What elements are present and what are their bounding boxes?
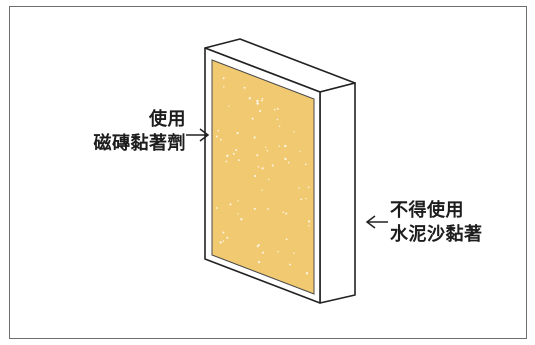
speckle-dot: [261, 97, 264, 100]
speckle-dot: [253, 207, 256, 210]
speckle-dot: [293, 252, 295, 254]
speckle-dot: [257, 260, 261, 264]
speckle-dot: [266, 150, 269, 152]
speckle-dot: [261, 167, 264, 170]
panel-block: [204, 38, 356, 304]
speckle-dot: [253, 136, 256, 139]
speckle-dot: [232, 152, 235, 155]
speckle-dot: [256, 154, 259, 157]
adhesive-speckles: [215, 77, 311, 275]
speckle-dot: [307, 186, 310, 188]
speckle-dot: [267, 178, 270, 181]
label-right-line1: 不得使用: [390, 200, 464, 221]
speckle-dot: [282, 211, 285, 214]
speckle-dot: [299, 150, 301, 152]
speckle-dot: [222, 240, 225, 242]
speckle-dot: [298, 187, 300, 189]
speckle-dot: [276, 118, 279, 121]
speckle-dot: [226, 154, 229, 157]
speckle-dot: [276, 108, 279, 110]
speckle-dot: [264, 146, 267, 148]
speckle-dot: [248, 97, 251, 100]
speckle-dot: [217, 129, 220, 132]
speckle-dot: [257, 166, 260, 168]
label-left-line1: 使用: [149, 109, 186, 130]
speckle-dot: [222, 77, 225, 80]
speckle-dot: [237, 213, 239, 215]
speckle-dot: [277, 251, 279, 253]
speckle-dot: [237, 200, 239, 202]
speckle-dot: [284, 144, 287, 148]
label-use-tile-adhesive: 使用 磁磚黏著劑: [46, 108, 186, 156]
speckle-dot: [225, 160, 228, 163]
label-left-line2: 磁磚黏著劑: [93, 133, 186, 154]
speckle-dot: [240, 218, 243, 221]
speckle-dot: [305, 197, 307, 200]
speckle-dot: [308, 225, 310, 227]
speckle-dot: [222, 231, 225, 234]
speckle-dot: [223, 86, 225, 88]
speckle-dot: [285, 212, 288, 215]
speckle-dot: [300, 198, 303, 201]
speckle-dot: [305, 272, 309, 275]
speckle-dot: [256, 102, 259, 105]
speckle-dot: [261, 99, 263, 102]
speckle-dot: [284, 157, 287, 161]
speckle-dot: [273, 108, 276, 111]
speckle-dot: [278, 125, 281, 127]
speckle-dot: [229, 203, 232, 206]
speckle-dot: [293, 131, 295, 133]
label-no-cement-mortar: 不得使用 水泥沙黏著: [390, 199, 530, 247]
speckle-dot: [236, 132, 239, 135]
speckle-dot: [254, 174, 257, 178]
speckle-dot: [257, 243, 260, 246]
speckle-dot: [235, 149, 238, 152]
speckle-dot: [220, 138, 222, 141]
speckle-dot: [267, 208, 270, 210]
speckle-dot: [289, 263, 291, 266]
speckle-dot: [228, 105, 230, 107]
speckle-dot: [278, 145, 280, 147]
speckle-dot: [308, 220, 311, 223]
speckle-dot: [251, 117, 254, 120]
speckle-dot: [243, 86, 246, 89]
speckle-dot: [215, 135, 218, 138]
speckle-dot: [285, 238, 288, 241]
speckle-dot: [256, 245, 259, 248]
left-arrow: [186, 128, 210, 142]
right-arrow: [365, 215, 388, 229]
speckle-dot: [261, 251, 264, 254]
label-right-line2: 水泥沙黏著: [390, 224, 483, 245]
speckle-dot: [226, 236, 229, 239]
speckle-dot: [271, 164, 274, 167]
speckle-dot: [256, 99, 259, 103]
speckle-dot: [238, 159, 240, 162]
speckle-dot: [215, 207, 218, 209]
speckle-dot: [259, 109, 262, 112]
adhesive-surface: [211, 59, 315, 295]
speckle-dot: [287, 161, 290, 164]
speckle-dot: [304, 163, 307, 166]
panel-side-face: [319, 82, 356, 304]
speckle-dot: [261, 189, 263, 191]
speckle-dot: [219, 241, 222, 244]
